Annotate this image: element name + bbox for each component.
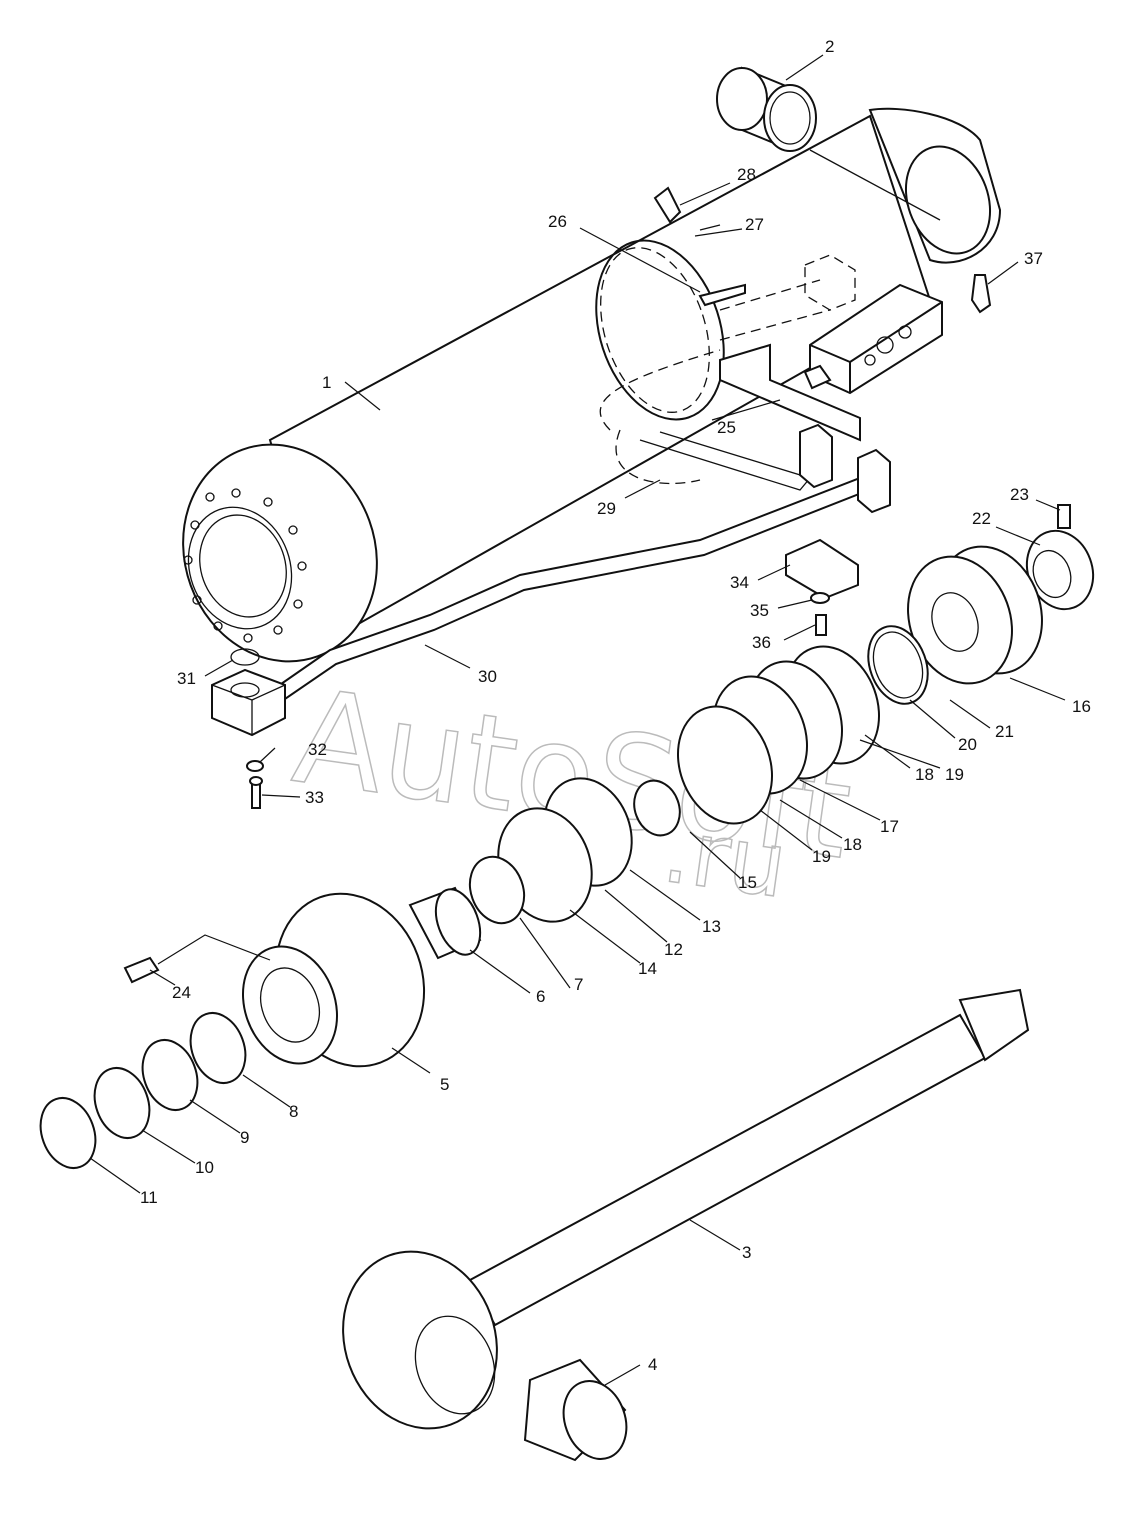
callout-label: 30 xyxy=(478,667,497,686)
callout-label: 11 xyxy=(140,1188,158,1207)
callout-label: 34 xyxy=(730,573,749,592)
callout-label: 26 xyxy=(548,212,567,231)
callout-label: 31 xyxy=(177,669,196,688)
callout-labels: 1 2 3 4 5 6 7 8 9 10 11 12 13 14 15 16 1… xyxy=(140,37,1091,1374)
rings-17-21 xyxy=(676,625,929,825)
callout-label: 7 xyxy=(574,975,583,994)
callout-label: 3 xyxy=(742,1243,751,1262)
callout-label: 32 xyxy=(308,740,327,759)
callout-label: 37 xyxy=(1024,249,1043,268)
callout-label: 33 xyxy=(305,788,324,807)
callout-label: 35 xyxy=(750,601,769,620)
callout-label: 9 xyxy=(240,1128,249,1147)
callout-label: 22 xyxy=(972,509,991,528)
callout-label: 6 xyxy=(536,987,545,1006)
callout-label: 17 xyxy=(880,817,899,836)
callout-label: 5 xyxy=(440,1075,449,1094)
part-22-16-piston xyxy=(907,529,1095,685)
callout-label: 18 xyxy=(915,765,934,784)
callout-label: 14 xyxy=(638,959,657,978)
callout-label: 25 xyxy=(717,418,736,437)
callout-label: 16 xyxy=(1072,697,1091,716)
part-3-rod xyxy=(342,988,1030,1462)
callout-label: 19 xyxy=(812,847,831,866)
callout-label: 23 xyxy=(1010,485,1029,504)
callout-label: 10 xyxy=(195,1158,214,1177)
callout-label: 27 xyxy=(745,215,764,234)
callout-label: 36 xyxy=(752,633,771,652)
callout-label: 24 xyxy=(172,983,191,1002)
part-5-head xyxy=(123,892,426,1068)
callout-label: 12 xyxy=(664,940,683,959)
callout-label: 21 xyxy=(995,722,1014,741)
part-31-33-flange xyxy=(211,648,286,809)
callout-label: 4 xyxy=(648,1355,657,1374)
part-2-bushing xyxy=(716,66,817,152)
callout-label: 8 xyxy=(289,1102,298,1121)
part-29-30-pipe xyxy=(256,423,891,714)
callout-label: 1 xyxy=(322,373,331,392)
part-1-cylinder-tube xyxy=(182,107,1002,663)
part-valve-block xyxy=(599,254,943,431)
callout-label: 18 xyxy=(843,835,862,854)
callout-label: 29 xyxy=(597,499,616,518)
part-26-clamp-band xyxy=(595,224,861,442)
callout-label: 2 xyxy=(825,37,834,56)
callout-label: 28 xyxy=(737,165,756,184)
callout-label: 19 xyxy=(945,765,964,784)
callout-label: 20 xyxy=(958,735,977,754)
rings-6-15 xyxy=(408,777,681,960)
seals-8-11 xyxy=(39,1012,247,1169)
small-fittings xyxy=(653,186,1071,529)
leader-lines xyxy=(89,54,1066,1386)
callout-label: 13 xyxy=(702,917,721,936)
part-34-36-clamp xyxy=(785,538,859,636)
callout-label: 15 xyxy=(738,873,757,892)
